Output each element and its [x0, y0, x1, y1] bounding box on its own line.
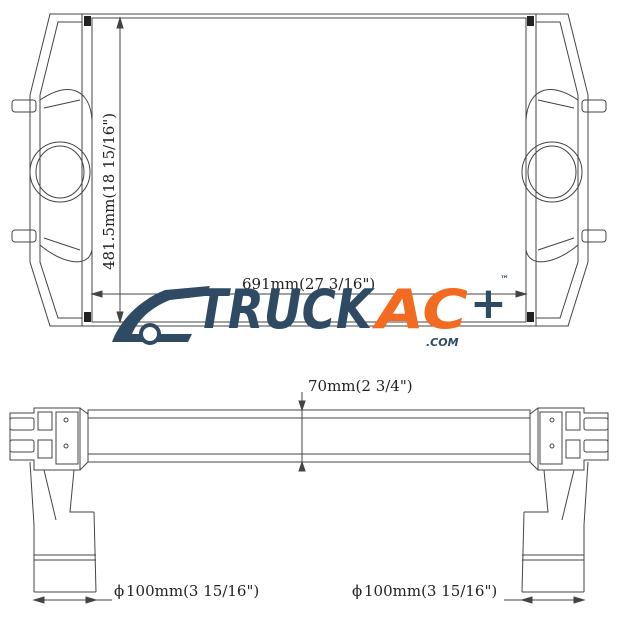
- left-outlet-label: 100mm(3 15/16"): [126, 582, 259, 600]
- right-boss: [525, 89, 579, 263]
- left-diameter-symbol: ϕ: [114, 582, 124, 600]
- side-view: [9, 407, 609, 593]
- right-bracket-bottom: [581, 229, 607, 243]
- front-view: [11, 13, 607, 327]
- core-outline: [81, 13, 537, 327]
- depth-dimension: [298, 392, 306, 472]
- side-right-tank: [537, 407, 609, 471]
- left-boss: [39, 89, 93, 263]
- left-bracket-bottom: [11, 229, 37, 243]
- logo-ac-text: AC: [371, 278, 468, 341]
- side-left-tank: [9, 407, 81, 471]
- left-bracket-top: [11, 99, 37, 113]
- right-bracket-top: [581, 99, 607, 113]
- truck-silhouette-icon: [112, 286, 210, 342]
- height-dimension-label: 481.5mm(18 15/16"): [100, 113, 118, 270]
- logo-trademark: ™: [500, 275, 509, 285]
- right-diameter-symbol: ϕ: [352, 582, 362, 600]
- right-outlet-duct: [521, 461, 589, 593]
- width-dimension-label: 691mm(27 3/16"): [242, 275, 375, 293]
- side-core: [87, 409, 531, 463]
- logo-domain-text: .COM: [426, 336, 459, 349]
- logo-plus-text: +: [470, 278, 507, 329]
- height-dimension: [116, 16, 124, 324]
- logo-truck-text: TRUCK: [196, 278, 376, 341]
- left-tank: [29, 13, 82, 327]
- truck-ac-logo: TRUCK AC + ™ .COM: [112, 275, 509, 349]
- outlet-dimensions: [32, 596, 586, 604]
- left-outlet-duct: [29, 461, 97, 593]
- left-tank-inner: [39, 21, 82, 319]
- right-outlet-label: 100mm(3 15/16"): [364, 582, 497, 600]
- right-tank-inner: [536, 21, 579, 319]
- corner-marks: [84, 16, 534, 322]
- right-tank: [536, 13, 589, 327]
- left-outlet-front: [29, 141, 91, 203]
- right-outlet-front: [521, 141, 583, 203]
- depth-dimension-label: 70mm(2 3/4"): [308, 377, 413, 395]
